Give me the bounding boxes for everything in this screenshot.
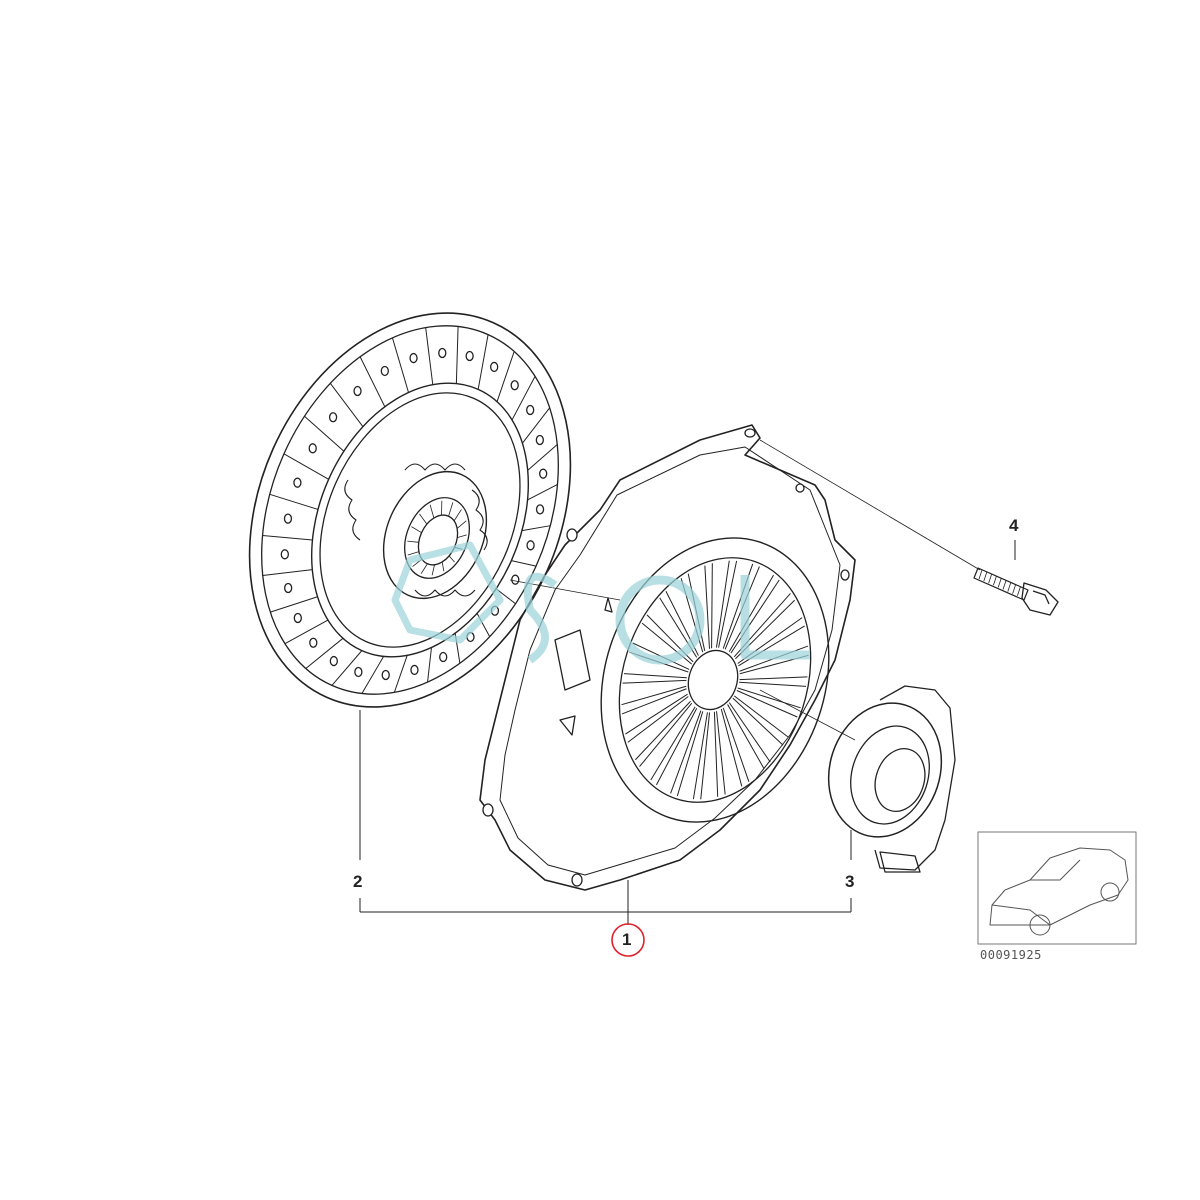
callout-4: 4 <box>1009 516 1019 535</box>
release-bearing-icon <box>827 685 956 873</box>
car-thumbnail-icon <box>977 831 1137 945</box>
callout-2: 2 <box>353 872 363 891</box>
highlight-circle <box>611 923 645 957</box>
bolt-icon <box>973 567 1059 616</box>
watermark <box>391 541 810 665</box>
clutch-disc-icon <box>248 312 572 708</box>
callout-3: 3 <box>845 872 855 891</box>
leader-lines <box>359 439 1016 925</box>
callout-1: 1 <box>622 930 632 949</box>
reference-number: 00091925 <box>980 948 1042 962</box>
